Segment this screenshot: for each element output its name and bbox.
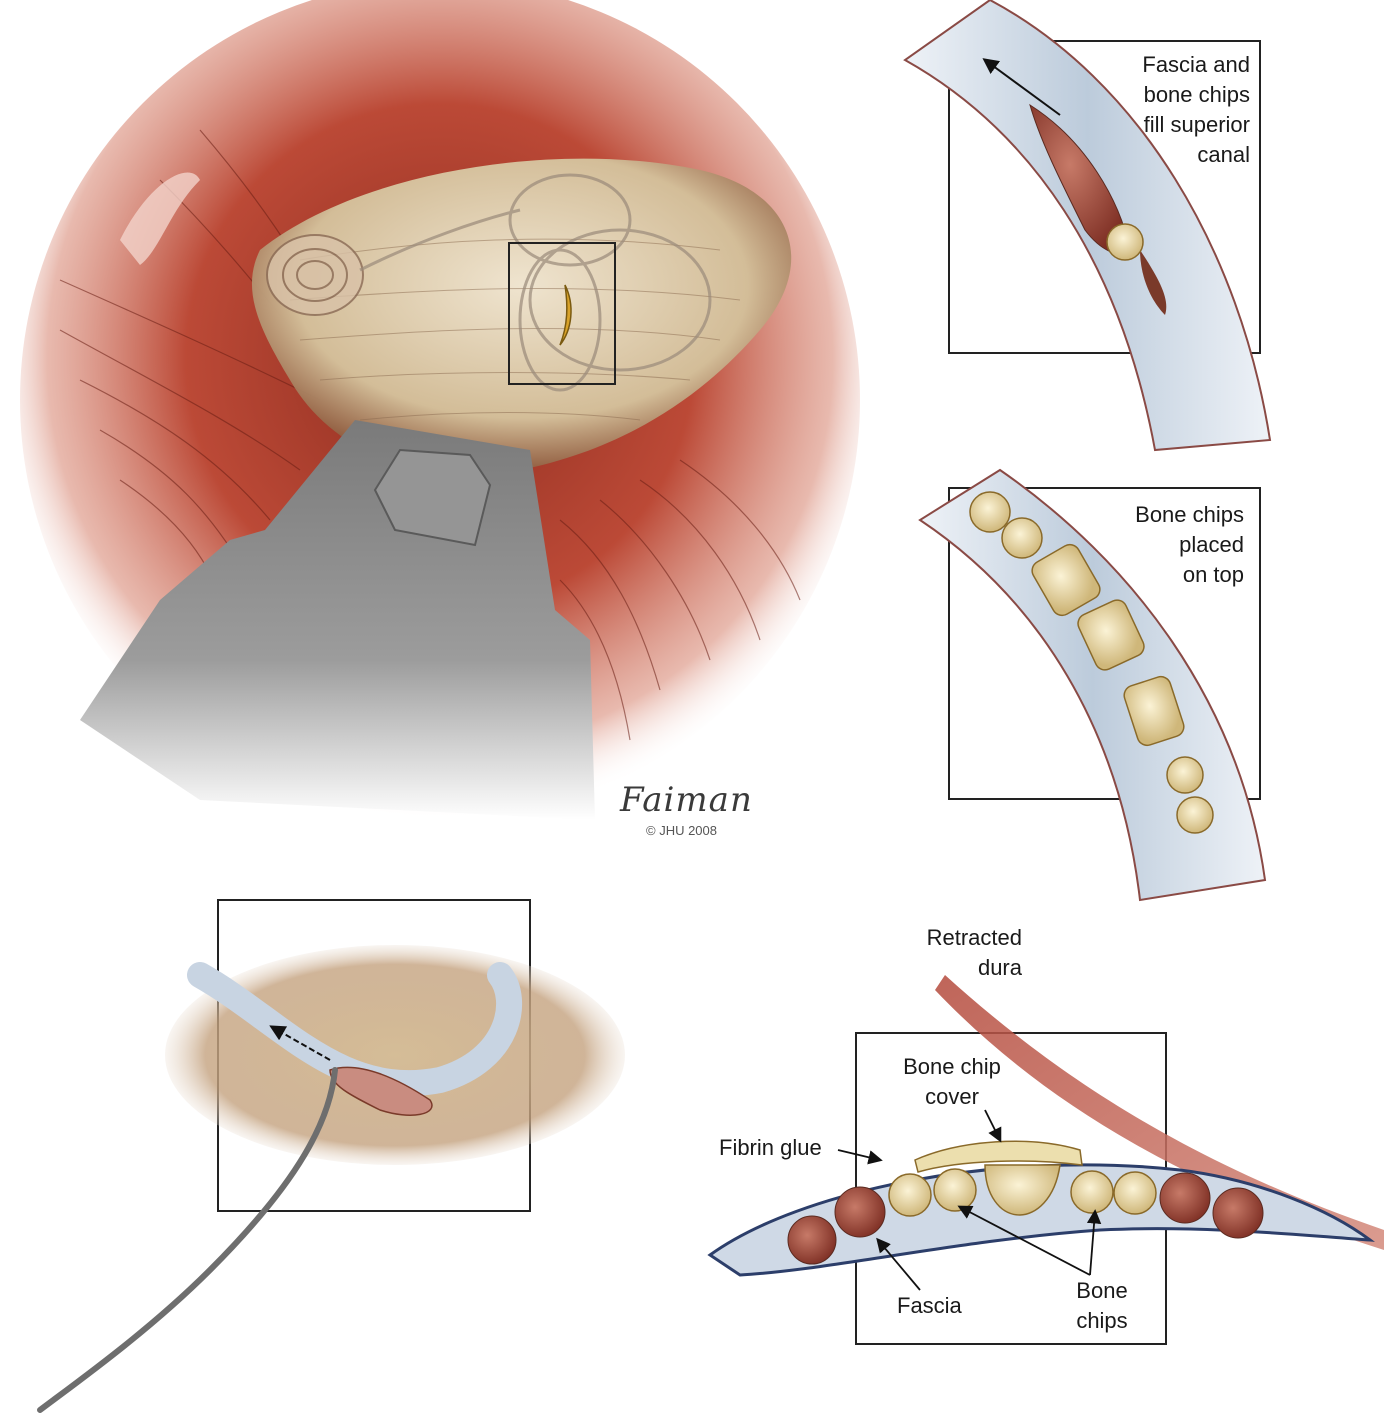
label-line: dura (977, 955, 1022, 980)
surgical-probe (37, 1067, 338, 1413)
label-line: Bone chips (1135, 502, 1244, 527)
inset-canal-packing (37, 899, 625, 1413)
fascia-piece (329, 1066, 433, 1116)
label-bone-chip-cover: Bone chip cover (892, 1052, 1012, 1112)
retractor-window (373, 448, 492, 547)
canal-arc (187, 962, 523, 1097)
bone-field-bottom (165, 945, 625, 1165)
copyright-notice: © JHU 2008 (646, 823, 717, 838)
zoom-box-middle-right (948, 487, 1261, 800)
label-bone-chips-placed-on-top: Bone chips placed on top (1135, 500, 1244, 590)
semicircular-canals (359, 173, 712, 392)
dura-edge (120, 172, 200, 265)
inset-cross-section (707, 975, 1384, 1345)
label-fascia: Fascia (897, 1293, 962, 1318)
inset-fascia-bone-chips (903, 0, 1272, 452)
bone-chip-row (969, 491, 1214, 834)
label-line: Retracted (926, 925, 1022, 950)
artist-signature: Faiman (620, 780, 753, 820)
bone-chip (1106, 223, 1144, 261)
bone-chip-cover (914, 1140, 1083, 1173)
surgical-field-panel (20, 0, 860, 820)
label-bone-chips: Bone chips (1062, 1276, 1142, 1336)
label-line: Bone chip (903, 1054, 1001, 1079)
packing-arrow (269, 1025, 331, 1061)
label-line: placed (1179, 532, 1244, 557)
label-line: canal (1197, 142, 1250, 167)
label-fascia-and-bone-chips: Fascia and bone chips fill superior cana… (1142, 50, 1250, 170)
label-line: Bone (1076, 1278, 1128, 1303)
label-line: Fascia and (1142, 52, 1250, 77)
label-line: on top (1182, 562, 1244, 587)
zoom-box-main (508, 242, 616, 385)
label-fibrin-glue: Fibrin glue (719, 1135, 822, 1160)
label-line: bone chips (1143, 82, 1250, 107)
fascia-tail (1140, 250, 1167, 315)
label-retracted-dura: Retracted dura (927, 923, 1022, 983)
bone-chip-blobs (888, 1164, 1157, 1217)
insertion-arrow (982, 58, 1061, 116)
temporal-bone (251, 158, 792, 476)
fascia-blobs (787, 1172, 1264, 1265)
cochlea (266, 234, 364, 316)
leader-lines (837, 1109, 1102, 1291)
label-line: chips (1076, 1308, 1128, 1333)
label-line: fill superior (1143, 112, 1250, 137)
canal-opening (559, 284, 572, 346)
inset-bone-chips-on-top (918, 468, 1267, 902)
zoom-box-top-right (948, 40, 1261, 354)
label-line: cover (925, 1084, 979, 1109)
